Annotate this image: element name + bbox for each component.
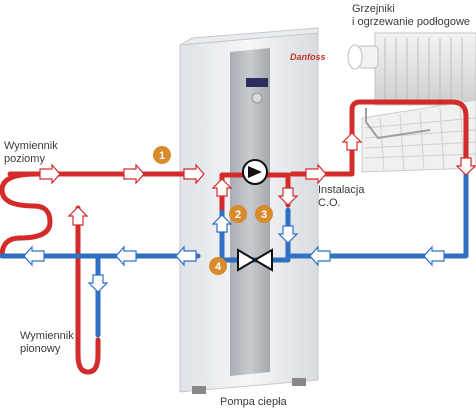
flow-arrow-icon [24, 247, 44, 265]
thermostat-valve-icon [348, 45, 378, 69]
vertical-loop-hot-pipe [78, 208, 98, 372]
step-badge-3: 3 [255, 205, 273, 223]
flow-arrow-icon [40, 165, 60, 183]
flow-arrow-icon [116, 247, 136, 265]
brand-logo: Danfoss [290, 52, 326, 62]
heat-pump-unit [180, 28, 318, 394]
radiators-label: Grzejniki i ogrzewanie podłogowe [352, 3, 470, 29]
horizontal-exchanger-label: Wymiennik poziomy [4, 140, 58, 166]
flow-arrow-icon [343, 133, 361, 150]
heating-installation-label: Instalacja C.O. [318, 184, 364, 210]
svg-text:4: 4 [215, 261, 222, 273]
svg-text:3: 3 [261, 209, 267, 221]
flow-arrow-icon [69, 207, 87, 225]
flow-arrow-icon [424, 247, 444, 265]
svg-text:2: 2 [235, 209, 241, 221]
vertical-exchanger-label: Wymiennik pionowy [20, 330, 74, 356]
step-badge-4: 4 [209, 257, 227, 275]
radiator-illustration [348, 33, 476, 105]
horizontal-exchanger-coil [2, 174, 50, 256]
flow-arrow-icon [124, 165, 144, 183]
heat-pump-label: Pompa ciepła [220, 396, 287, 409]
step-badge-2: 2 [229, 205, 247, 223]
step-badge-1: 1 [153, 146, 171, 164]
flow-arrow-icon [89, 275, 107, 292]
floor-heating-illustration [362, 100, 476, 172]
compressor-icon [243, 160, 267, 184]
svg-text:1: 1 [159, 150, 165, 162]
